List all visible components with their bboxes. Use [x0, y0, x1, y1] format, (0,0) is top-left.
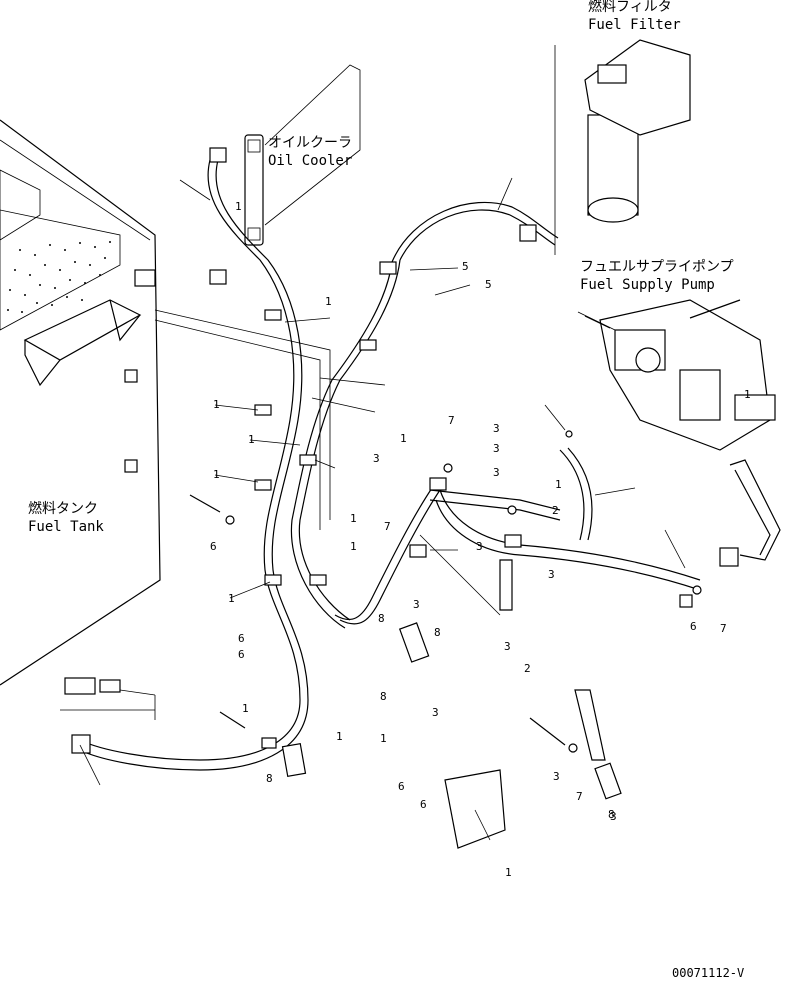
fittings-and-brackets: [64, 147, 739, 849]
callout-number: 1: [213, 398, 220, 411]
fuel-tank: [0, 119, 161, 686]
callout-number: 1: [380, 732, 387, 745]
callout-number: 1: [505, 866, 512, 879]
callout-number: 7: [720, 622, 727, 635]
callout-number: 1: [248, 433, 255, 446]
callout-number: 2: [552, 504, 559, 517]
callout-number: 3: [504, 640, 511, 653]
fuel-hoses: [79, 159, 701, 771]
callout-number: 5: [462, 260, 469, 273]
callout-number: 2: [524, 662, 531, 675]
callout-number: 1: [744, 388, 751, 401]
callout-number: 3: [610, 810, 617, 823]
callout-number: 1: [336, 730, 343, 743]
callout-number: 8: [608, 808, 615, 821]
callout-number: 8: [266, 772, 273, 785]
callout-number: 6: [420, 798, 427, 811]
callout-number: 1: [228, 592, 235, 605]
drawing-number: 00071112-V: [672, 966, 745, 980]
callout-number: 1: [213, 468, 220, 481]
callout-number: 7: [384, 520, 391, 533]
callout-number: 6: [690, 620, 697, 633]
fuel-filter-label-en: Fuel Filter: [588, 17, 681, 33]
fuel-tank-label-en: Fuel Tank: [28, 519, 104, 535]
fuel-filter-label-jp: 燃料フィルタ: [588, 0, 672, 15]
callout-number: 3: [432, 706, 439, 719]
callout-number: 3: [493, 466, 500, 479]
fuel-tank-label-jp: 燃料タンク: [28, 501, 98, 517]
callout-number: 1: [325, 295, 332, 308]
callout-number: 1: [350, 512, 357, 525]
callout-number: 1: [242, 702, 249, 715]
callout-number: 6: [238, 632, 245, 645]
callout-number: 3: [413, 598, 420, 611]
callout-number: 6: [210, 540, 217, 553]
callout-number: 8: [378, 612, 385, 625]
fuel-filter: [554, 39, 691, 255]
callout-number: 8: [434, 626, 441, 639]
callout-number: 1: [350, 540, 357, 553]
callout-number: 3: [548, 568, 555, 581]
oil-cooler: [244, 64, 361, 246]
callout-number: 7: [576, 790, 583, 803]
fuel-supply-pump: [577, 299, 781, 561]
oil-cooler-label-en: Oil Cooler: [268, 153, 353, 169]
callout-number: 3: [553, 770, 560, 783]
callout-number: 7: [448, 414, 455, 427]
callout-number: 1: [400, 432, 407, 445]
callout-number: 3: [373, 452, 380, 465]
callout-number: 1: [235, 200, 242, 213]
fuel-supply-pump-label-en: Fuel Supply Pump: [580, 277, 715, 293]
fuel-supply-pump-label-jp: フュエルサプライポンプ: [580, 259, 734, 275]
callout-number: 5: [485, 278, 492, 291]
callout-number: 8: [380, 690, 387, 703]
callout-number: 1: [555, 478, 562, 491]
callout-number: 3: [493, 442, 500, 455]
callout-number: 6: [238, 648, 245, 661]
callout-number: 3: [493, 422, 500, 435]
callout-number: 3: [476, 540, 483, 553]
oil-cooler-label-jp: オイルクーラ: [268, 135, 352, 151]
leader-lines: [60, 177, 686, 841]
callout-number: 6: [398, 780, 405, 793]
